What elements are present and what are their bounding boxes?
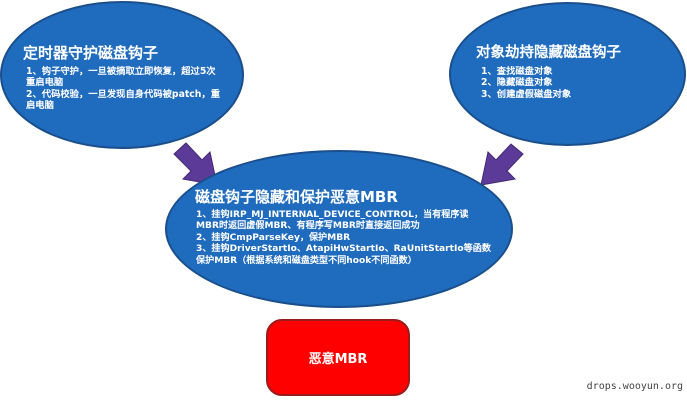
object-hijack-item: 3、创建虚假磁盘对象 — [481, 88, 572, 100]
timer-guard-title: 定时器守护磁盘钩子 — [23, 44, 159, 62]
object-hijack-title: 对象劫持隐藏磁盘钩子 — [476, 45, 621, 61]
object-hijack-node: 对象劫持隐藏磁盘钩子 1、查找磁盘对象 2、隐藏磁盘对象 3、创建虚假磁盘对象 — [449, 2, 686, 146]
malicious-mbr-box: 恶意MBR — [266, 319, 410, 396]
timer-guard-item: 2、代码校验，一旦发现自身代码被patch，重启电脑 — [26, 88, 221, 112]
disk-hook-protect-list: 1、挂钩IRP_MJ_INTERNAL_DEVICE_CONTROL，当有程序读… — [196, 210, 491, 267]
object-hijack-item: 2、隐藏磁盘对象 — [481, 77, 553, 89]
object-hijack-list: 1、查找磁盘对象 2、隐藏磁盘对象 3、创建虚假磁盘对象 — [481, 66, 631, 100]
timer-guard-item: 1、钩子守护，一旦被摘取立即恢复，超过5次重启电脑 — [26, 66, 216, 89]
disk-hook-protect-item: 1、挂钩IRP_MJ_INTERNAL_DEVICE_CONTROL，当有程序读… — [196, 210, 469, 232]
malicious-mbr-label: 恶意MBR — [308, 352, 368, 367]
object-hijack-item: 1、查找磁盘对象 — [481, 66, 553, 77]
right-down-left-arrow — [480, 143, 524, 186]
timer-guard-node: 定时器守护磁盘钩子 1、钩子守护，一旦被摘取立即恢复，超过5次重启电脑 2、代码… — [0, 1, 244, 149]
arrow-shape — [173, 142, 218, 186]
disk-hook-protect-item: 2、挂钩CmpParseKey，保护MBR — [196, 232, 351, 243]
disk-hook-protect-item: 3、挂钩DriverStartIo、AtapiHwStartIo、RaUnitS… — [196, 244, 491, 266]
watermark: drops.wooyun.org — [586, 381, 683, 392]
disk-hook-protect-title: 磁盘钩子隐藏和保护恶意MBR — [195, 188, 398, 206]
arrow-shape — [480, 143, 524, 186]
disk-hook-protect-node: 磁盘钩子隐藏和保护恶意MBR 1、挂钩IRP_MJ_INTERNAL_DEVIC… — [165, 150, 513, 308]
timer-guard-list: 1、钩子守护，一旦被摘取立即恢复，超过5次重启电脑 2、代码校验，一旦发现自身代… — [26, 66, 221, 112]
left-down-right-arrow — [173, 142, 218, 186]
